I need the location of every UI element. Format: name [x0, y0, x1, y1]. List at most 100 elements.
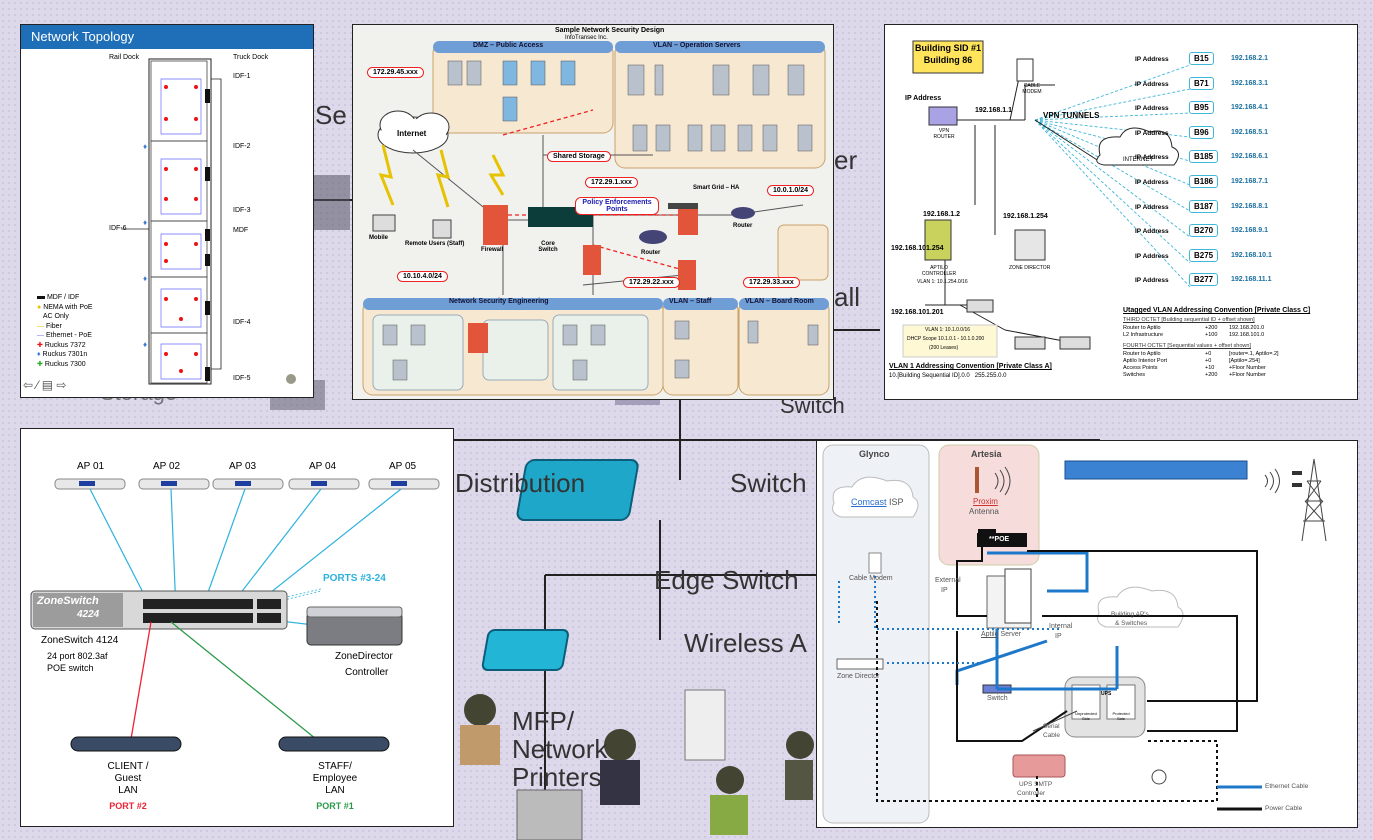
svg-text:♦: ♦	[143, 340, 147, 349]
bg-label-mfp: MFP/	[512, 706, 575, 736]
legend-ethernet: — Ethernet - PoE	[37, 332, 92, 339]
bg-label-edge-switch: Edge Switch	[654, 565, 799, 595]
fourth-octet-table: Router to Aptilo+0[router=.1, Aptilo=.2]…	[1123, 351, 1279, 379]
ip-172-29-45: 172.29.45.xxx	[367, 67, 424, 78]
idf3-label: IDF-3	[233, 207, 251, 214]
ip-172-29-1: 172.29.1.xxx	[585, 177, 638, 188]
staff-label-1: STAFF/	[318, 761, 352, 772]
client-label-1: CLIENT /	[107, 761, 149, 772]
smart-grid-label: Smart Grid – HA	[693, 185, 740, 191]
client-label-3: LAN	[118, 785, 138, 796]
idf5-label: IDF-5	[233, 375, 251, 382]
ap-05-label: AP 05	[389, 461, 417, 472]
internet-label: Internet	[397, 129, 427, 138]
svg-text:⇦ ⁄ ▤ ⇨: ⇦ ⁄ ▤ ⇨	[23, 378, 66, 392]
site-ip: 192.168.6.1	[1231, 153, 1268, 161]
site-name-box: B275	[1189, 248, 1219, 262]
external-label: External	[935, 577, 961, 584]
internal-ip-label: IP	[1055, 633, 1062, 640]
internet-label: INTERNET	[1123, 157, 1153, 163]
vpn-router-label: VPN ROUTER	[933, 128, 955, 140]
vlan1-note-3: (200 Leases)	[929, 345, 959, 351]
bg-label-printers: Printers	[512, 762, 602, 792]
ap-02-label: AP 02	[153, 461, 181, 472]
svg-text:♦: ♦	[143, 274, 147, 283]
idf6-label: IDF-6	[109, 225, 127, 232]
security-design-panel: Sample Network Security Design InfoTrans…	[352, 24, 834, 400]
router2-label: Router	[733, 223, 753, 229]
third-octet-heading: THIRD OCTET [Building sequential ID + of…	[1123, 317, 1255, 323]
ap-01-label: AP 01	[77, 461, 105, 472]
staff-label-2: Employee	[312, 773, 358, 784]
aptilo-server-label: Aptilo Server	[981, 631, 1021, 638]
legend-mdf-idf: MDF / IDF	[37, 293, 93, 303]
legend-ruckus-7300: ✚ Ruckus 7300	[37, 360, 86, 368]
site-ip: 192.168.11.1	[1231, 276, 1272, 284]
artesia-heading: Artesia	[971, 449, 1002, 459]
legend-nema: ● NEMA with PoE	[37, 303, 93, 311]
vlan1-row: 10.[Building Sequential ID].0.0 255.255.…	[889, 373, 1006, 379]
cable-modem-label: CABLE MODEM	[1022, 83, 1042, 95]
legend-ac: AC Only	[42, 313, 69, 320]
legend-fiber: — Fiber	[37, 322, 62, 330]
antenna-label: Antenna	[969, 507, 999, 516]
aptilo-ip: 192.168.1.2	[923, 211, 960, 218]
zone-director-label: ZONE DIRECTOR	[1009, 265, 1051, 271]
glynco-diagram	[822, 444, 1327, 824]
ip-10-0-1: 10.0.1.0/24	[767, 185, 815, 196]
vlan1-heading: VLAN 1 Addressing Convention [Private Cl…	[889, 363, 1052, 370]
vlan-c-heading: Utagged VLAN Addressing Convention [Priv…	[1123, 307, 1311, 314]
bg-label-network: Network	[512, 734, 608, 764]
staff-port-label: PORT #1	[316, 801, 354, 811]
cable-modem-label: Cable Modem	[849, 575, 893, 582]
site-name-box: B187	[1189, 199, 1219, 213]
ip-192-168-101-201: 192.168.101.201	[891, 309, 944, 316]
bg-label-distribution: Distribution	[455, 468, 586, 498]
site-ip-address-label: IP Address	[1135, 154, 1169, 162]
cable-label: Cable	[1043, 732, 1060, 739]
client-label-2: Guest	[114, 773, 142, 784]
building-diagram	[902, 40, 1191, 358]
client-port-label: PORT #2	[109, 801, 147, 811]
fourth-octet-heading: FOURTH OCTET [Sequential values + offset…	[1123, 343, 1251, 349]
router-label: Router	[641, 250, 661, 256]
idf4-label: IDF-4	[233, 319, 251, 326]
bg-label-se: Se	[315, 100, 347, 130]
vlan1-note-2: DHCP Scope 10.1.0.1 - 10.1.0.200	[907, 336, 985, 342]
site-name-box: B95	[1189, 101, 1214, 115]
site-name-box: B96	[1189, 125, 1214, 139]
site-ip: 192.168.10.1	[1231, 251, 1272, 259]
site-name-box: B270	[1189, 224, 1219, 238]
ip-172-29-22: 172.29.22.xxx	[623, 277, 680, 288]
glynco-heading: Glynco	[859, 449, 890, 459]
ups-controller-label: Controller	[1017, 790, 1046, 797]
idf1-label: IDF-1	[233, 73, 251, 80]
vlan-board-heading: VLAN – Board Room	[745, 298, 814, 305]
zoneswitch-panel: AP 01 AP 02 AP 03 AP 04 AP 05 PORTS #3-2…	[20, 428, 454, 827]
server-text: Server	[1000, 631, 1022, 638]
site-ip-address-label: IP Address	[1135, 277, 1169, 285]
zonedirector-label-1: ZoneDirector	[335, 651, 393, 662]
mobile-label: Mobile	[369, 235, 388, 241]
vpn-tunnels-label: VPN TUNNELS	[1043, 111, 1100, 120]
site-name-box: B277	[1189, 273, 1219, 287]
site-ip: 192.168.3.1	[1231, 79, 1268, 87]
octet-row: Router to Aptilo+0[router=.1, Aptilo=.2]	[1123, 351, 1279, 357]
legend-ruckus-7301n: ♦ Ruckus 7301n	[37, 351, 88, 358]
ups-smtp-label: UPS SMTP	[1019, 781, 1053, 788]
site-ip: 192.168.7.1	[1231, 178, 1268, 185]
octet-row: Access Points+10+Floor Number	[1123, 365, 1266, 371]
bg-label-wireless: Wireless A	[684, 628, 807, 658]
comcast-link: Comcast	[851, 497, 887, 507]
site-ip: 192.168.4.1	[1231, 104, 1268, 112]
truck-dock-label: Truck Dock	[233, 54, 269, 61]
switch-label: Switch	[987, 695, 1008, 702]
